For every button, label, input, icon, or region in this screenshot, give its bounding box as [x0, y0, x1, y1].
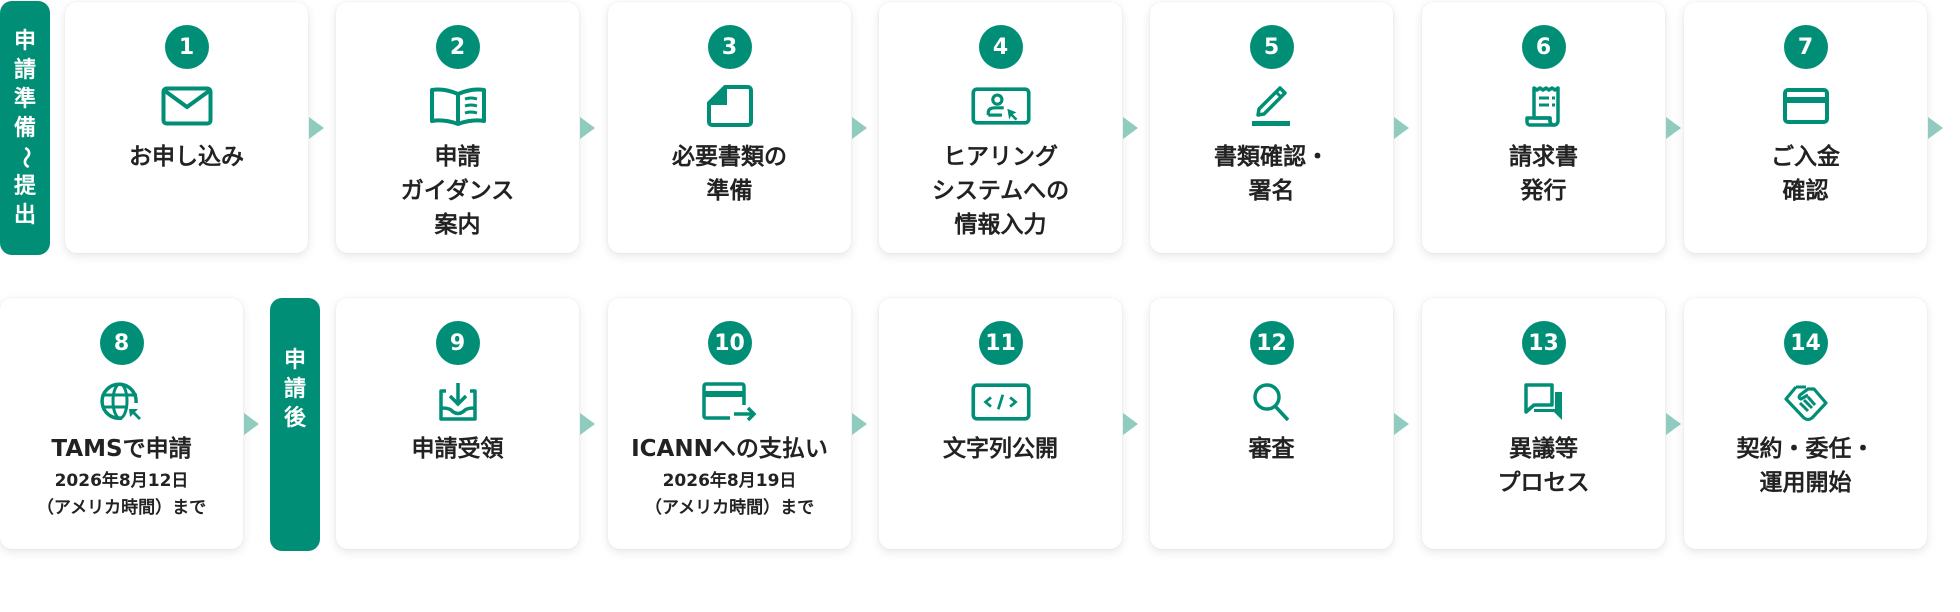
step-title: 必要書類の準備: [672, 144, 787, 204]
step-number-badge: 4: [978, 25, 1023, 69]
flow-arrow: [1123, 117, 1138, 139]
inbox-download-icon: [428, 380, 488, 424]
phase-label-pre-submission: 申 請 準 備 〜 提 出: [0, 1, 50, 255]
step-number-badge: 6: [1521, 25, 1566, 69]
step-deadline: 2026年8月19日（アメリカ時間）まで: [644, 471, 815, 518]
step-number-badge: 9: [435, 321, 480, 365]
phase-char: 請: [283, 377, 306, 402]
flow-arrow: [309, 117, 324, 139]
step-title: 文字列公開: [943, 436, 1058, 462]
flow-arrow: [1666, 413, 1681, 435]
step-title: 異議等プロセス: [1497, 436, 1590, 496]
envelope-icon: [157, 84, 217, 128]
phase-char: 申: [13, 28, 36, 54]
pen-sign-icon: [1242, 84, 1302, 128]
step-card-9: 9 申請受領: [336, 298, 579, 549]
flow-arrow: [1123, 413, 1138, 435]
step-card-6: 6 請求書発行: [1422, 2, 1665, 253]
step-number-badge: 7: [1783, 25, 1828, 69]
step-number-badge: 14: [1783, 321, 1828, 365]
step-card-7: 7 ご入金確認: [1684, 2, 1927, 253]
phase-char: 後: [283, 406, 306, 431]
step-number-badge: 11: [978, 321, 1023, 365]
flow-arrow: [580, 413, 595, 435]
step-title: ヒアリングシステムへの情報入力: [931, 144, 1070, 238]
step-card-14: 14 契約・委任・運用開始: [1684, 298, 1927, 549]
step-title: 審査: [1248, 436, 1295, 462]
phase-char: 出: [13, 202, 36, 228]
step-number-badge: 8: [99, 321, 144, 365]
flow-arrow: [1394, 413, 1409, 435]
step-card-2: 2 申請ガイダンス案内: [336, 2, 579, 253]
step-card-13: 13 異議等プロセス: [1422, 298, 1665, 549]
step-card-11: 11 文字列公開: [879, 298, 1122, 549]
code-window-icon: [970, 380, 1031, 424]
flow-arrow: [244, 413, 259, 435]
step-deadline: 2026年8月12日（アメリカ時間）まで: [36, 471, 207, 518]
card-payment-icon: [700, 380, 760, 424]
document-fold-icon: [700, 84, 760, 128]
online-form-user-icon: [970, 84, 1031, 128]
phase-char: 〜: [12, 145, 38, 169]
flow-arrow: [1666, 117, 1681, 139]
flow-arrow: [580, 117, 595, 139]
step-number-badge: 10: [707, 321, 752, 365]
step-title: 申請ガイダンス案内: [400, 144, 515, 238]
step-title: 契約・委任・運用開始: [1736, 436, 1875, 496]
flow-arrow: [852, 413, 867, 435]
step-card-5: 5 書類確認・署名: [1150, 2, 1393, 253]
step-number-badge: 5: [1249, 25, 1294, 69]
phase-char: 備: [13, 115, 36, 141]
step-card-4: 4 ヒアリングシステムへの情報入力: [879, 2, 1122, 253]
step-title: TAMSで申請: [51, 436, 192, 462]
step-card-1: 1 お申し込み: [65, 2, 308, 253]
phase-label-post-submission: 申 請 後: [270, 298, 320, 551]
step-card-12: 12 審査: [1150, 298, 1393, 549]
flow-arrow: [852, 117, 867, 139]
phase-char: 申: [283, 348, 306, 373]
flow-arrow: [1394, 117, 1409, 139]
globe-cursor-icon: [92, 380, 152, 424]
open-book-icon: [428, 84, 488, 128]
step-title: お申し込み: [129, 144, 244, 170]
phase-char: 提: [13, 173, 36, 199]
step-title: 書類確認・署名: [1214, 144, 1329, 204]
step-card-10: 10 ICANNへの支払い 2026年8月19日（アメリカ時間）まで: [608, 298, 851, 549]
step-number-badge: 2: [435, 25, 480, 69]
chat-bubbles-icon: [1514, 380, 1574, 424]
handshake-icon: [1776, 380, 1836, 424]
credit-card-icon: [1776, 84, 1836, 128]
step-title: ICANNへの支払い: [631, 436, 828, 462]
flow-arrow: [1928, 117, 1943, 139]
step-number-badge: 1: [164, 25, 209, 69]
step-number-badge: 3: [707, 25, 752, 69]
phase-char: 準: [13, 86, 36, 112]
receipt-icon: [1514, 84, 1574, 128]
step-card-3: 3 必要書類の準備: [608, 2, 851, 253]
step-card-8: 8 TAMSで申請 2026年8月12日（アメリカ時間）まで: [0, 298, 243, 549]
phase-char: 請: [13, 57, 36, 83]
step-title: 申請受領: [411, 436, 504, 462]
step-number-badge: 13: [1521, 321, 1566, 365]
search-icon: [1242, 380, 1302, 424]
step-title: 請求書発行: [1509, 144, 1578, 204]
step-title: ご入金確認: [1771, 144, 1840, 204]
step-number-badge: 12: [1249, 321, 1294, 365]
